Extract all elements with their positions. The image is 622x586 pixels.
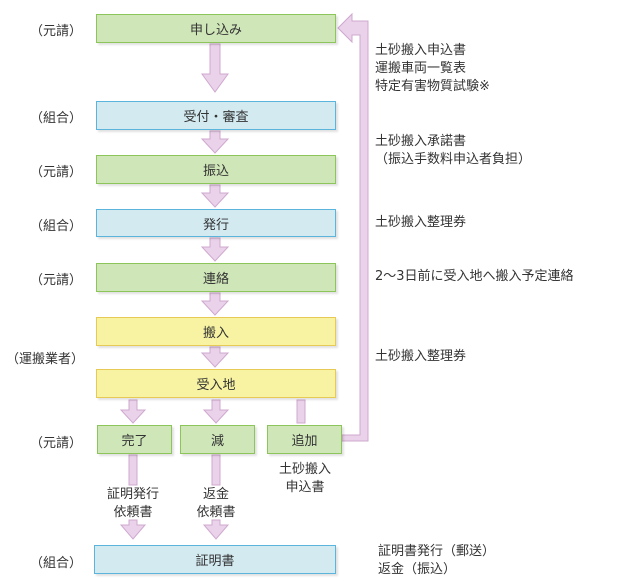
note-certificate: 証明書発行（郵送） 返金（振込） — [378, 544, 496, 577]
note-contact: 2～3日前に受入地へ搬入予定連絡 — [375, 269, 574, 284]
arrow-8 — [202, 399, 230, 424]
arrow-5 — [200, 292, 230, 316]
step-renraku: 連絡 — [96, 263, 336, 292]
note-gen-doc: 返金 依頼書 — [196, 487, 236, 520]
arrow-2 — [200, 130, 230, 154]
step-uketsuke: 受付・審査 — [96, 101, 336, 130]
step-hakkou: 発行 — [96, 209, 336, 237]
note-ticket-2: 土砂搬入整理券 — [375, 349, 467, 364]
return-arrow — [337, 12, 369, 442]
role-label: （組合） — [30, 111, 83, 126]
step-gen: 減 — [180, 425, 255, 454]
note-ticket: 土砂搬入整理券 — [375, 215, 467, 230]
note-kanryo-doc: 証明発行 依頼書 — [106, 487, 159, 520]
role-label: （元請） — [30, 165, 83, 180]
step-shoumeisho: 証明書 — [94, 545, 336, 574]
step-hannyu: 搬入 — [96, 317, 336, 346]
role-label: （元請） — [30, 24, 83, 39]
arrow-1 — [201, 43, 229, 93]
arrow-4 — [200, 237, 230, 262]
role-label: （元請） — [30, 273, 83, 288]
arrow-6 — [200, 346, 230, 368]
step-moushikomi: 申し込み — [96, 14, 336, 43]
note-application-docs: 土砂搬入申込書 運搬車両一覧表 特定有害物質試験※ — [375, 43, 490, 94]
role-label: （組合） — [30, 556, 83, 571]
role-label: （元請） — [30, 436, 83, 451]
connector-tsuika — [296, 399, 306, 424]
line-kanryo — [128, 454, 138, 486]
role-label: （組合） — [30, 219, 83, 234]
step-furikomi: 振込 — [96, 155, 336, 184]
step-kanryo: 完了 — [97, 425, 172, 454]
note-tsuika-doc: 土砂搬入 申込書 — [278, 462, 331, 495]
step-tsuika: 追加 — [267, 425, 342, 454]
step-ukeire: 受入地 — [96, 369, 336, 398]
arrow-7 — [119, 399, 147, 424]
arrow-3 — [200, 184, 230, 208]
arrow-10 — [202, 519, 230, 540]
role-label: （運搬業者） — [6, 352, 85, 367]
note-approval: 土砂搬入承諾書 （振込手数料申込者負担） — [375, 134, 532, 167]
arrow-9 — [119, 519, 147, 540]
line-gen — [211, 454, 221, 486]
